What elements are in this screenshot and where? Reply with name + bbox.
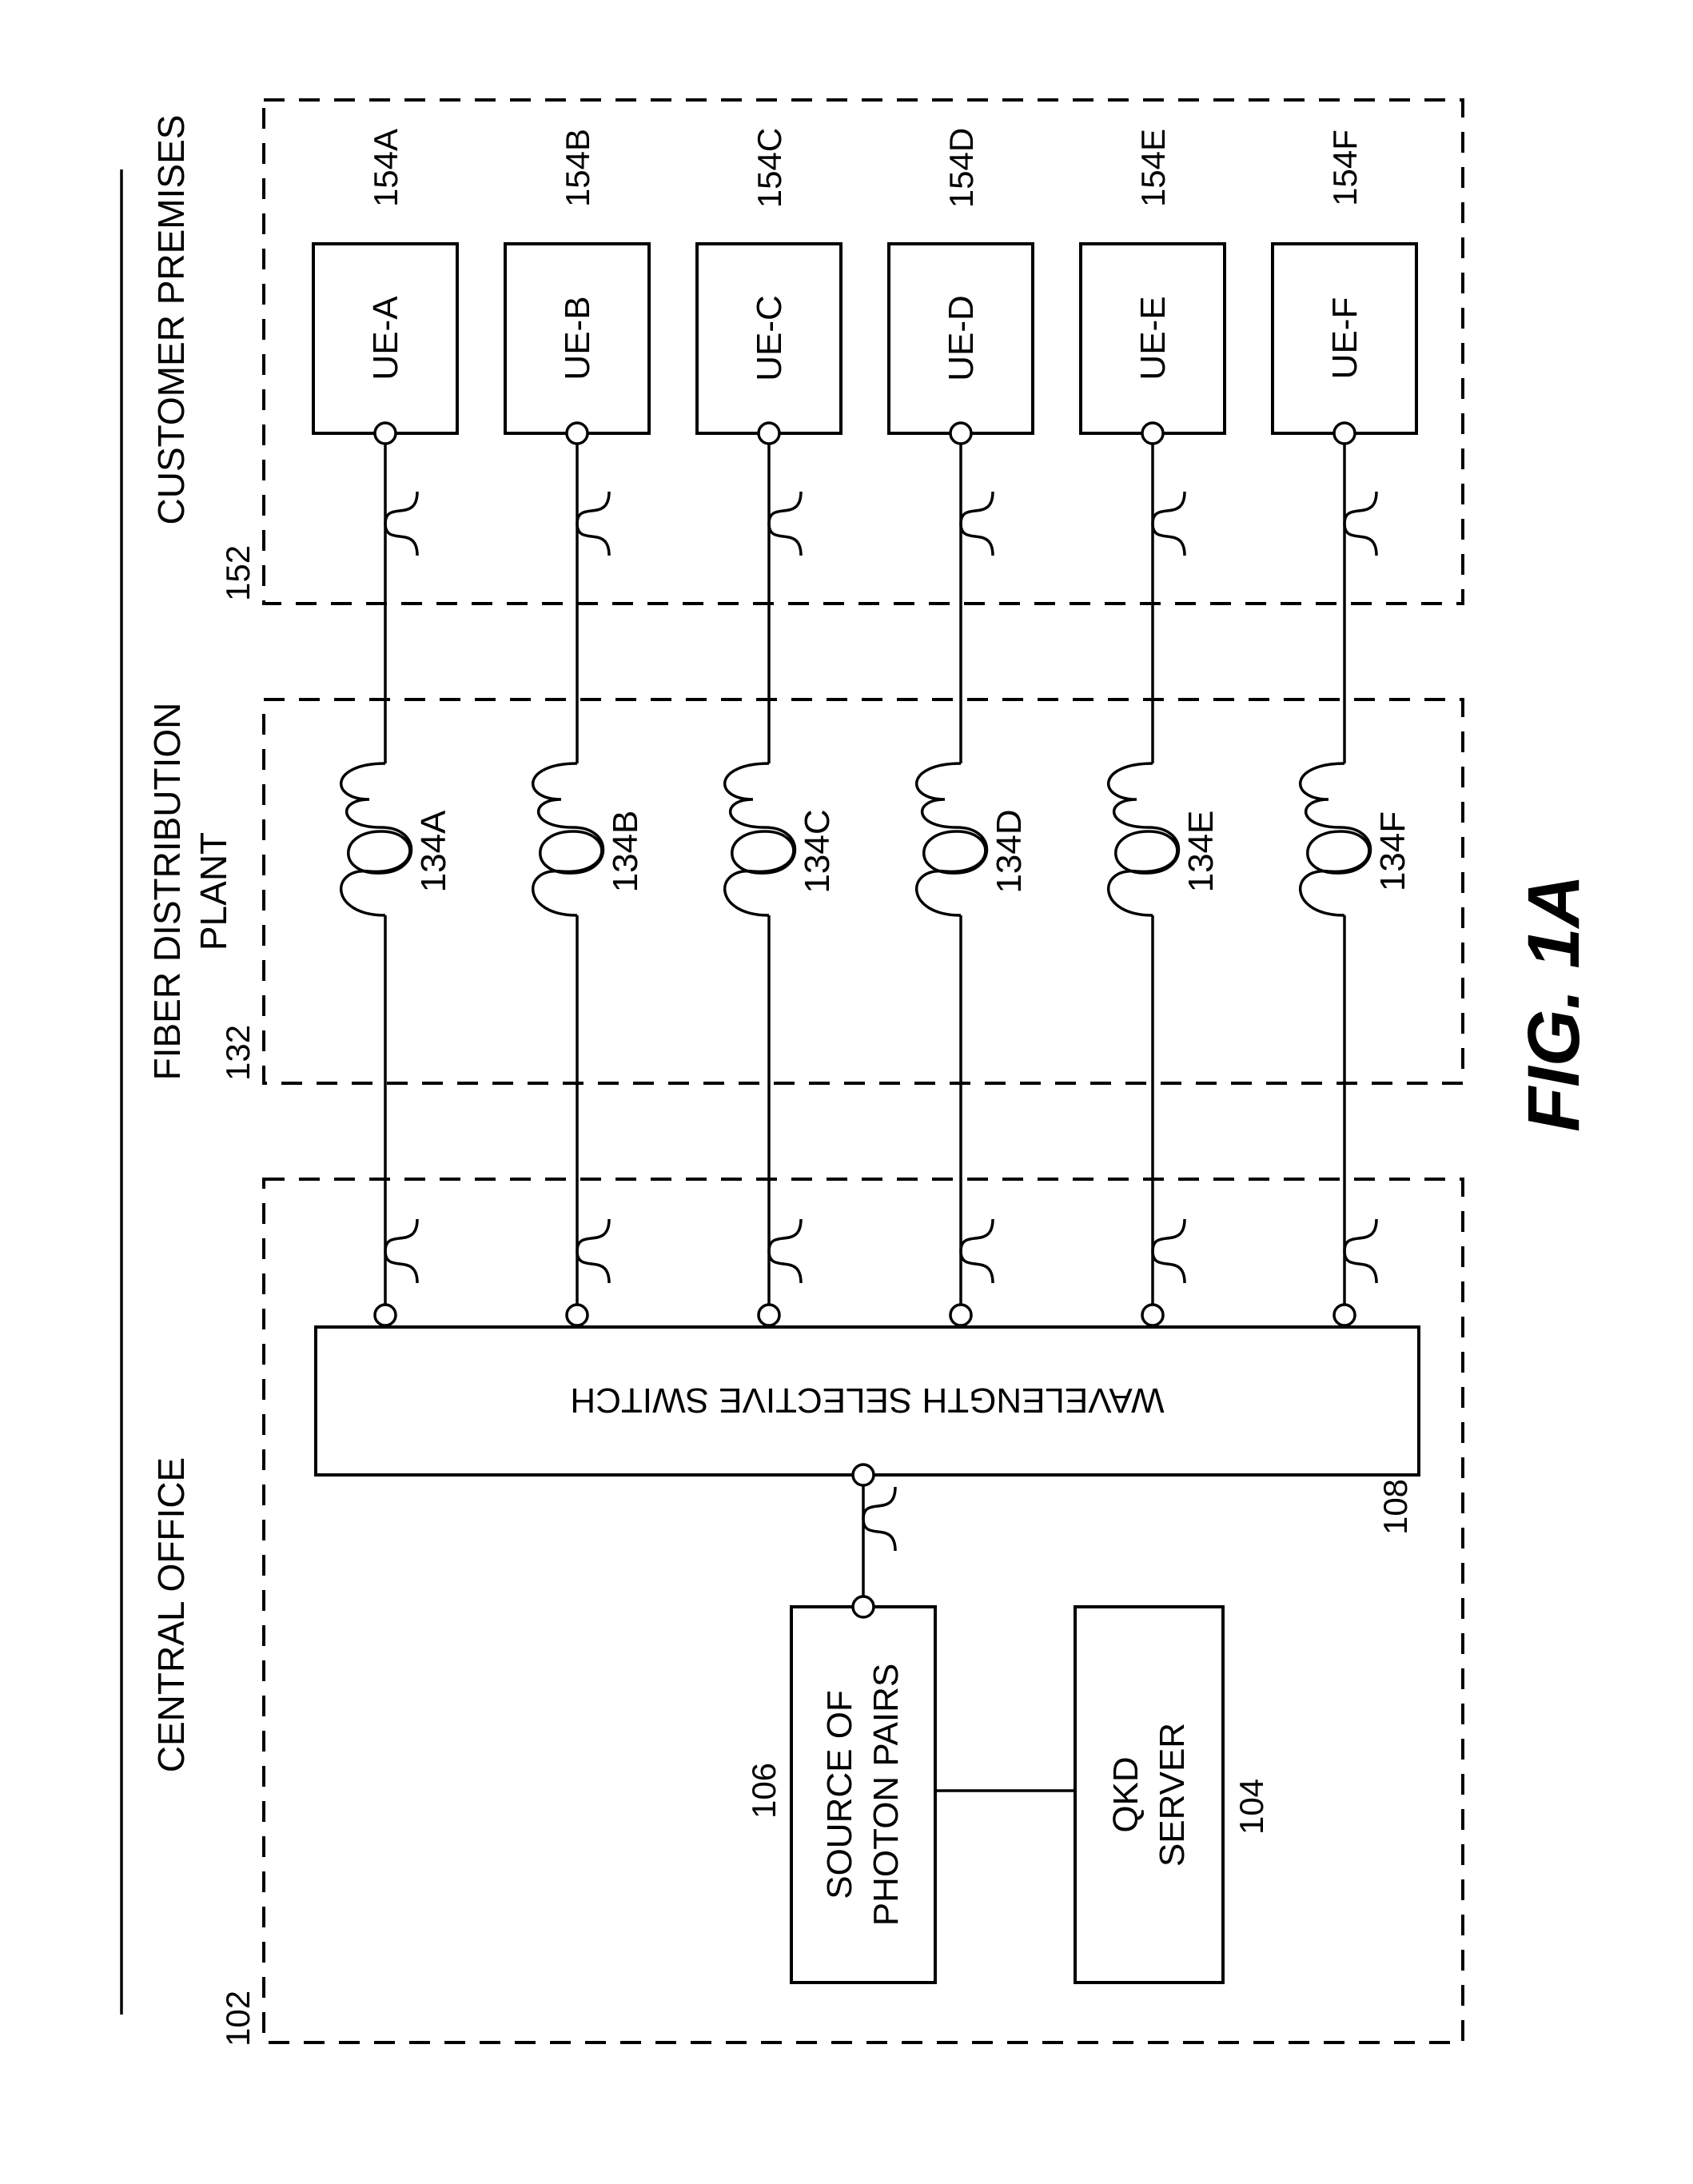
ue-ref: 154D	[942, 128, 980, 208]
channel-ue-a: UE-A 154A 134A	[313, 129, 457, 1325]
ue-ref: 154F	[1326, 130, 1364, 206]
fiber-ref: 134F	[1373, 811, 1412, 891]
ue-input-node	[759, 423, 779, 444]
photon-pair-source	[791, 1607, 935, 1983]
ue-label: UE-F	[1325, 297, 1364, 380]
wss-output-node	[1334, 1305, 1355, 1325]
ue-label: UE-D	[942, 295, 981, 381]
fiber-plant-title-line2: PLANT	[193, 832, 234, 951]
ue-input-node	[1142, 423, 1163, 444]
ue-ref: 154A	[367, 129, 404, 207]
channel-ue-f: UE-F 154F 134F	[1273, 130, 1416, 1325]
wavelength-symbol-central	[385, 1219, 417, 1283]
ue-label: UE-A	[366, 296, 405, 381]
wavelength-symbol-customer	[961, 492, 993, 556]
customer-premises-ref: 152	[219, 545, 257, 601]
fiber-spool-icon	[533, 763, 604, 915]
wss-output-node	[375, 1305, 396, 1325]
wavelength-symbol-customer	[577, 492, 609, 556]
wavelength-symbol-central	[961, 1219, 993, 1283]
photon-source-ref: 106	[745, 1763, 783, 1819]
source-wavelength-symbol	[863, 1487, 895, 1551]
wss-ref: 108	[1376, 1479, 1414, 1535]
central-office-title: CENTRAL OFFICE	[150, 1457, 192, 1772]
ue-ref: 154B	[559, 129, 596, 207]
qkd-label-line1: QKD	[1106, 1756, 1145, 1832]
fiber-ref: 134A	[414, 810, 453, 892]
fiber-spool-icon	[725, 763, 795, 915]
fiber-ref: 134E	[1181, 811, 1221, 893]
qkd-server	[1075, 1607, 1223, 1983]
wavelength-symbol-customer	[1153, 492, 1185, 556]
wss-output-node	[759, 1305, 779, 1325]
source-output-node	[853, 1596, 874, 1617]
channel-group: UE-A 154A 134A UE-B 154B 134B UE-C 154C 134C UE-D…	[313, 128, 1416, 1325]
channel-ue-d: UE-D 154D 134D	[889, 128, 1033, 1325]
fiber-ref: 134B	[606, 811, 645, 893]
fiber-plant-ref: 132	[219, 1025, 257, 1081]
fiber-spool-icon	[1301, 763, 1371, 915]
qkd-ref: 104	[1233, 1779, 1270, 1835]
wavelength-symbol-customer	[385, 492, 417, 556]
wavelength-symbol-central	[1153, 1219, 1185, 1283]
photon-source-label-line2: PHOTON PAIRS	[866, 1664, 906, 1926]
wss-output-node	[567, 1305, 588, 1325]
customer-premises-title: CUSTOMER PREMISES	[150, 115, 192, 525]
ue-input-node	[567, 423, 588, 444]
ue-input-node	[1334, 423, 1355, 444]
wss-output-node	[950, 1305, 971, 1325]
ue-input-node	[950, 423, 971, 444]
fiber-ref: 134D	[990, 809, 1029, 893]
ue-ref: 154E	[1134, 129, 1172, 207]
wavelength-symbol-central	[577, 1219, 609, 1283]
fiber-plant-title-line1: FIBER DISTRIBUTION	[146, 703, 188, 1081]
fiber-spool-icon	[1109, 763, 1179, 915]
channel-ue-b: UE-B 154B 134B	[505, 129, 649, 1325]
qkd-label-line2: SERVER	[1153, 1723, 1192, 1867]
wavelength-symbol-central	[1344, 1219, 1376, 1283]
central-office-ref: 102	[219, 1991, 257, 2047]
wss-output-node	[1142, 1305, 1163, 1325]
figure-caption: FIG. 1A	[1513, 875, 1595, 1132]
fiber-spool-icon	[917, 763, 987, 915]
ue-label: UE-E	[1133, 296, 1173, 380]
ue-ref: 154C	[751, 128, 788, 208]
fiber-ref: 134C	[798, 809, 837, 893]
wavelength-symbol-customer	[769, 492, 801, 556]
channel-ue-e: UE-E 154E 134E	[1081, 129, 1225, 1325]
customer-premises-region	[264, 100, 1463, 604]
wss-label: WAVELENGTH SELECTIVE SWITCH	[570, 1381, 1164, 1420]
wavelength-symbol-central	[769, 1219, 801, 1283]
ue-label: UE-C	[750, 295, 789, 381]
ue-input-node	[375, 423, 396, 444]
ue-label: UE-B	[558, 296, 597, 380]
wavelength-symbol-customer	[1344, 492, 1376, 556]
fiber-spool-icon	[341, 763, 412, 915]
photon-source-label-line1: SOURCE OF	[820, 1690, 859, 1899]
wss-input-node	[853, 1465, 874, 1485]
channel-ue-c: UE-C 154C 134C	[697, 128, 841, 1325]
